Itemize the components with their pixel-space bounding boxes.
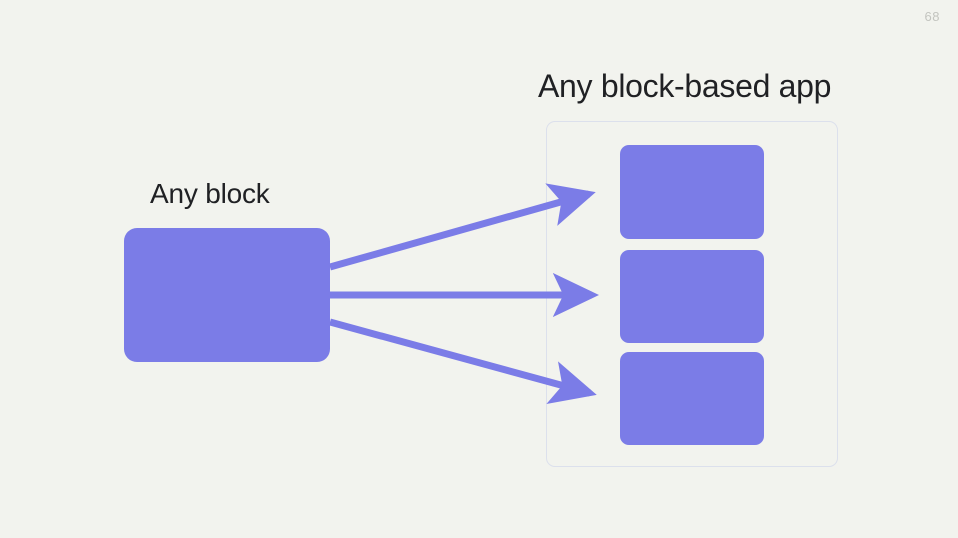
source-block-label: Any block [150, 178, 270, 209]
page-number: 68 [924, 9, 940, 24]
source-block [124, 228, 330, 362]
target-block-1 [620, 145, 764, 239]
target-block-2 [620, 250, 764, 343]
app-group-title: Any block-based app [538, 68, 832, 104]
target-block-3 [620, 352, 764, 445]
